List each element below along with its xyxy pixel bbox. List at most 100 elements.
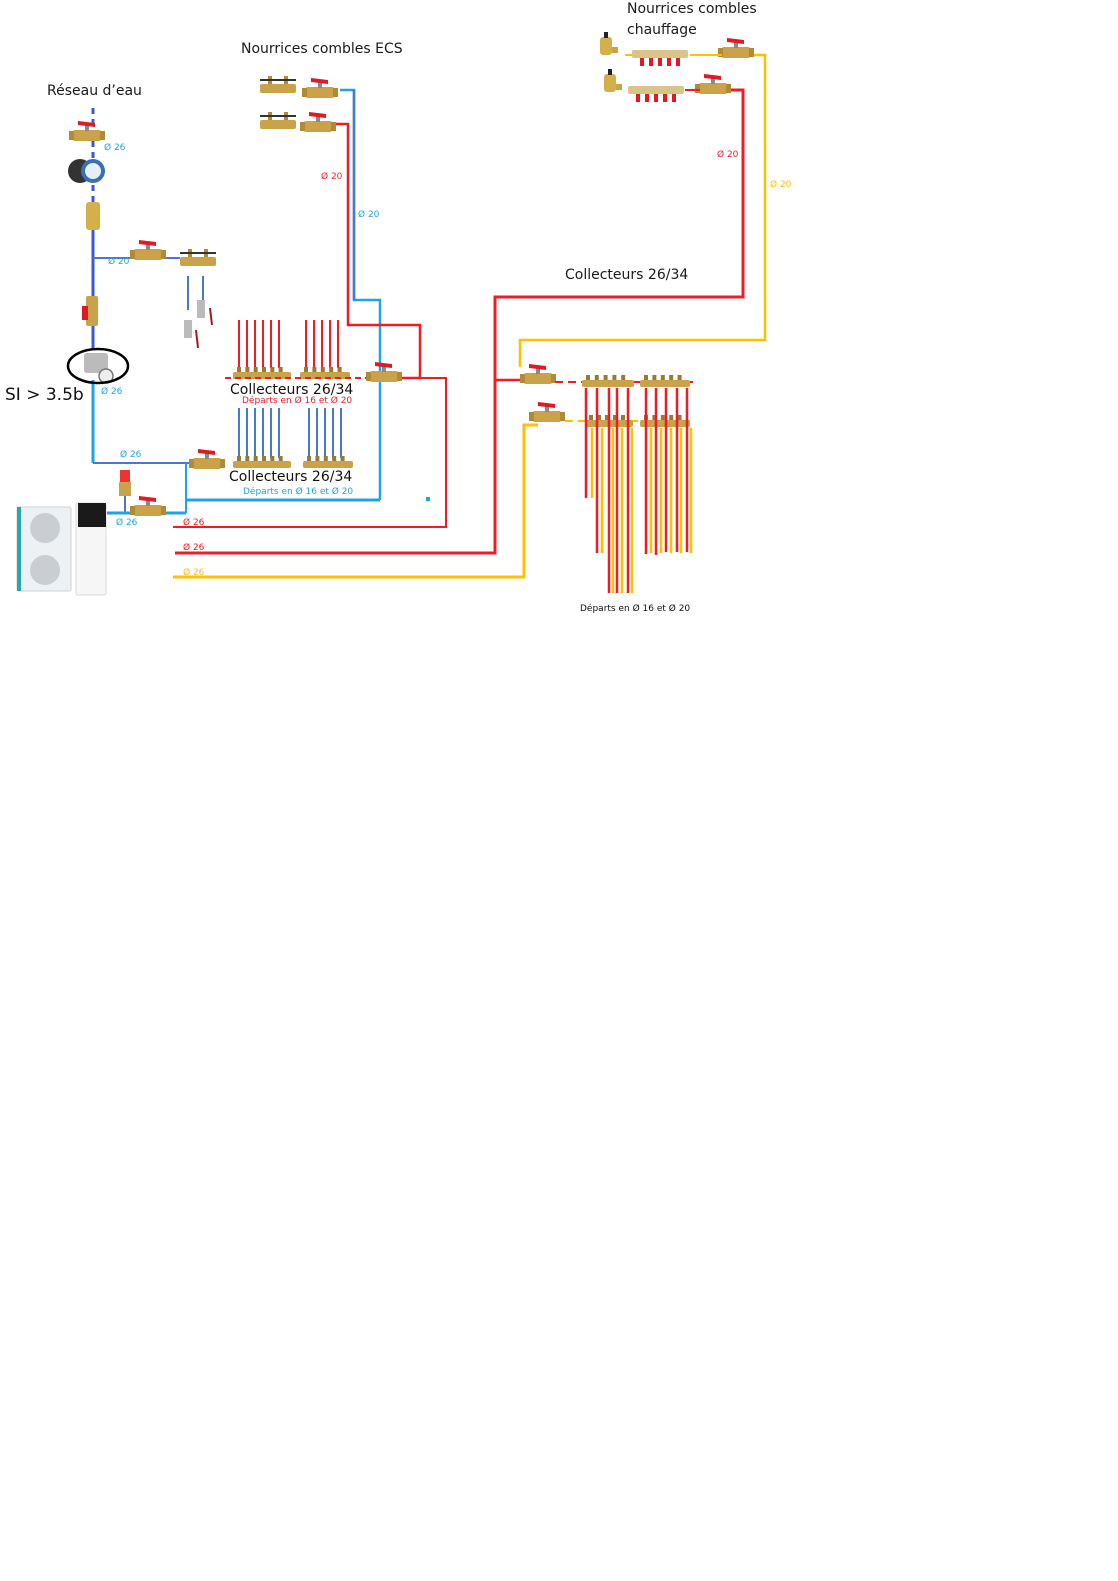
label-ecs-cold: Ø 20 — [358, 209, 380, 220]
nourrice-outlet — [636, 94, 640, 102]
ball-valve-icon — [366, 362, 402, 382]
heating-manifold-top-outlet — [660, 375, 665, 380]
heating-manifold-bottom-outlet — [669, 415, 674, 420]
label-cold-feed: Ø 26 — [120, 449, 142, 460]
heating-manifold-top-outlet — [603, 375, 608, 380]
ball-valve-icon — [520, 364, 556, 384]
cold-manifold — [233, 461, 291, 468]
garden-tap-lines — [187, 276, 204, 310]
hot-collector-group — [225, 320, 370, 379]
cold-manifold — [303, 461, 353, 468]
title-collecteurs-top: Collecteurs 26/34 — [565, 267, 688, 283]
title-nourrices-ecs: Nourrices combles ECS — [241, 41, 403, 57]
heat-pump-outdoor-unit — [16, 506, 72, 592]
check-valve-icon — [86, 202, 100, 230]
ball-valve-icon — [130, 496, 166, 516]
label-ecs-hot: Ø 20 — [321, 171, 343, 182]
heating-manifold-bottom-outlet — [597, 415, 601, 420]
cold-manifold-outlet — [278, 456, 283, 461]
cold-manifold-outlet — [332, 456, 337, 461]
cold-collector-label: Collecteurs 26/34 — [229, 469, 352, 485]
label-reseau-main: Ø 26 — [104, 142, 126, 153]
heating-collector-group — [555, 375, 695, 593]
label-chauf-hot: Ø 20 — [717, 149, 739, 160]
ball-valve-icon — [529, 402, 565, 422]
title-reseau-eau: Réseau d’eau — [47, 83, 142, 99]
heating-manifold-bottom-outlet — [652, 415, 657, 420]
label-reseau-branch: Ø 20 — [108, 256, 130, 267]
pressure-note: SI > 3.5b — [5, 385, 84, 405]
ball-valve-icon — [695, 74, 731, 94]
cold-manifold-outlet — [340, 456, 345, 461]
label-heat-1: Ø 26 — [183, 567, 205, 578]
heating-manifold-top — [582, 380, 634, 387]
nourrice-outlet — [658, 58, 662, 66]
ball-valve-icon — [189, 449, 225, 469]
heating-manifold-bottom-outlet — [605, 415, 609, 420]
ball-valve-icon — [69, 121, 105, 141]
ecs-manifold-cold-icon — [259, 75, 297, 94]
hot-manifold-outlet — [304, 367, 308, 372]
chauffage-manifold-heat — [632, 50, 688, 66]
pressure-reducer-icon — [84, 353, 114, 384]
cold-manifold-outlet — [253, 456, 258, 461]
air-vent-icon — [604, 69, 622, 92]
hot-manifold — [233, 372, 291, 379]
indoor-tank-unit — [75, 502, 107, 596]
label-heatpump-out: Ø 26 — [116, 517, 138, 528]
hot-collector-label: Collecteurs 26/34 — [230, 382, 353, 398]
nourrice-outlet — [667, 58, 671, 66]
heating-manifold-bottom-outlet — [660, 415, 665, 420]
heating-manifold-top-outlet — [586, 375, 590, 380]
safety-valve-icon — [119, 470, 131, 513]
hot-manifold-outlet — [245, 367, 250, 372]
pressure-reducer-highlight — [66, 347, 130, 385]
hot-line-1 — [173, 377, 447, 528]
hot-line-2 — [175, 88, 745, 555]
hot-manifold-outlet — [329, 367, 334, 372]
heating-manifold-top-outlet — [677, 375, 682, 380]
nourrice-outlet — [649, 58, 653, 66]
air-vent-icon — [600, 32, 618, 55]
ball-valve-icon — [302, 78, 338, 98]
heating-manifold-top-outlet — [612, 375, 617, 380]
nourrice-outlet — [654, 94, 658, 102]
hot-manifold-outlet — [237, 367, 241, 372]
heating-manifold-top-outlet — [652, 375, 657, 380]
ecs-manifold-hot-icon — [259, 111, 297, 130]
heat-line-1 — [173, 53, 767, 579]
cold-manifold-outlet — [262, 456, 266, 461]
hot-manifold-outlet — [253, 367, 258, 372]
stop-valve-icon — [82, 296, 98, 326]
heating-manifold-bottom-outlet — [613, 415, 617, 420]
cold-collector-departs: Départs en Ø 16 et Ø 20 — [243, 486, 353, 497]
hot-manifold-outlet — [320, 367, 325, 372]
nourrice-outlet — [645, 94, 649, 102]
hot-manifold-outlet — [270, 367, 275, 372]
nourrice-bar — [632, 50, 688, 58]
hot-manifold-outlet — [278, 367, 283, 372]
nourrice-bar — [628, 86, 684, 94]
hot-collector-departs: Départs en Ø 16 et Ø 20 — [242, 395, 352, 406]
heating-manifold-top-outlet — [669, 375, 674, 380]
label-chauf-heat: Ø 20 — [770, 179, 792, 190]
label-hot-1: Ø 26 — [183, 517, 205, 528]
branch-manifold-icon — [179, 248, 217, 267]
ball-valve-icon — [718, 38, 754, 58]
cold-manifold-outlet — [323, 456, 328, 461]
label-hot-2: Ø 26 — [183, 542, 205, 553]
cold-manifold-outlet — [307, 456, 311, 461]
heat-pump-cold-line — [107, 463, 380, 515]
cold-manifold-outlet — [237, 456, 241, 461]
heating-collector-departs: Départs en Ø 16 et Ø 20 — [580, 603, 690, 614]
ecs-cold-line — [340, 88, 382, 500]
water-meter-icon — [68, 159, 105, 183]
nourrice-outlet — [663, 94, 667, 102]
title-nourrices-chauffage-1: Nourrices combles — [627, 1, 757, 17]
heating-manifold-top-outlet — [644, 375, 648, 380]
hot-manifold-outlet — [312, 367, 317, 372]
cold-manifold-outlet — [315, 456, 320, 461]
chauffage-manifold-hot — [628, 86, 684, 102]
cold-manifold-outlet — [270, 456, 275, 461]
